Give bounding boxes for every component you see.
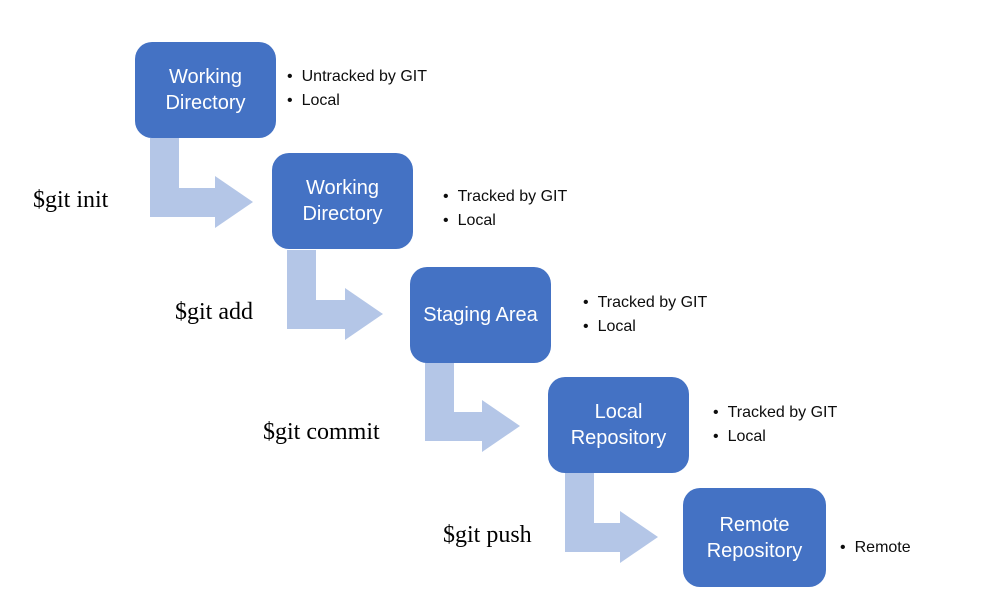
bullet-item: Untracked by GIT xyxy=(287,65,427,89)
command-label-git-add: $git add xyxy=(175,299,253,325)
elbow-arrow-git-init-icon xyxy=(150,138,253,228)
bullet-item: Local xyxy=(287,89,427,113)
bullet-item: Local xyxy=(713,425,837,449)
step-title: Working Directory xyxy=(165,66,246,114)
bullet-item: Local xyxy=(443,209,567,233)
bullet-list-remote-repository: Remote xyxy=(840,536,911,560)
step-title: Working Directory xyxy=(302,177,383,225)
bullet-item: Tracked by GIT xyxy=(583,291,708,315)
bullet-item: Tracked by GIT xyxy=(713,401,838,425)
step-title: Local Repository xyxy=(570,401,667,449)
command-label-git-push: $git push xyxy=(443,522,532,548)
step-box-local-repository: Local Repository xyxy=(548,377,689,473)
bullet-item: Remote xyxy=(840,536,911,560)
step-box-remote-repository: Remote Repository xyxy=(683,488,826,587)
step-box-working-directory-tracked: Working Directory xyxy=(272,153,413,249)
step-title: Staging Area xyxy=(423,304,538,326)
step-box-staging-area: Staging Area xyxy=(410,267,551,363)
bullet-list-working-directory-tracked: Tracked by GIT Local xyxy=(443,185,568,233)
elbow-arrow-git-commit-icon xyxy=(425,362,520,452)
bullet-item: Local xyxy=(583,315,707,339)
step-box-working-directory-untracked: Working Directory xyxy=(135,42,276,138)
bullet-item: Tracked by GIT xyxy=(443,185,568,209)
command-label-git-init: $git init xyxy=(33,187,109,213)
step-title: Remote Repository xyxy=(706,513,803,562)
bullet-list-staging-area: Tracked by GIT Local xyxy=(583,291,708,339)
elbow-arrow-git-add-icon xyxy=(287,250,383,340)
command-label-git-commit: $git commit xyxy=(263,419,380,445)
bullet-list-local-repository: Tracked by GIT Local xyxy=(713,401,838,449)
elbow-arrow-git-push-icon xyxy=(565,473,658,563)
bullet-list-working-directory-untracked: Untracked by GIT Local xyxy=(287,65,427,113)
